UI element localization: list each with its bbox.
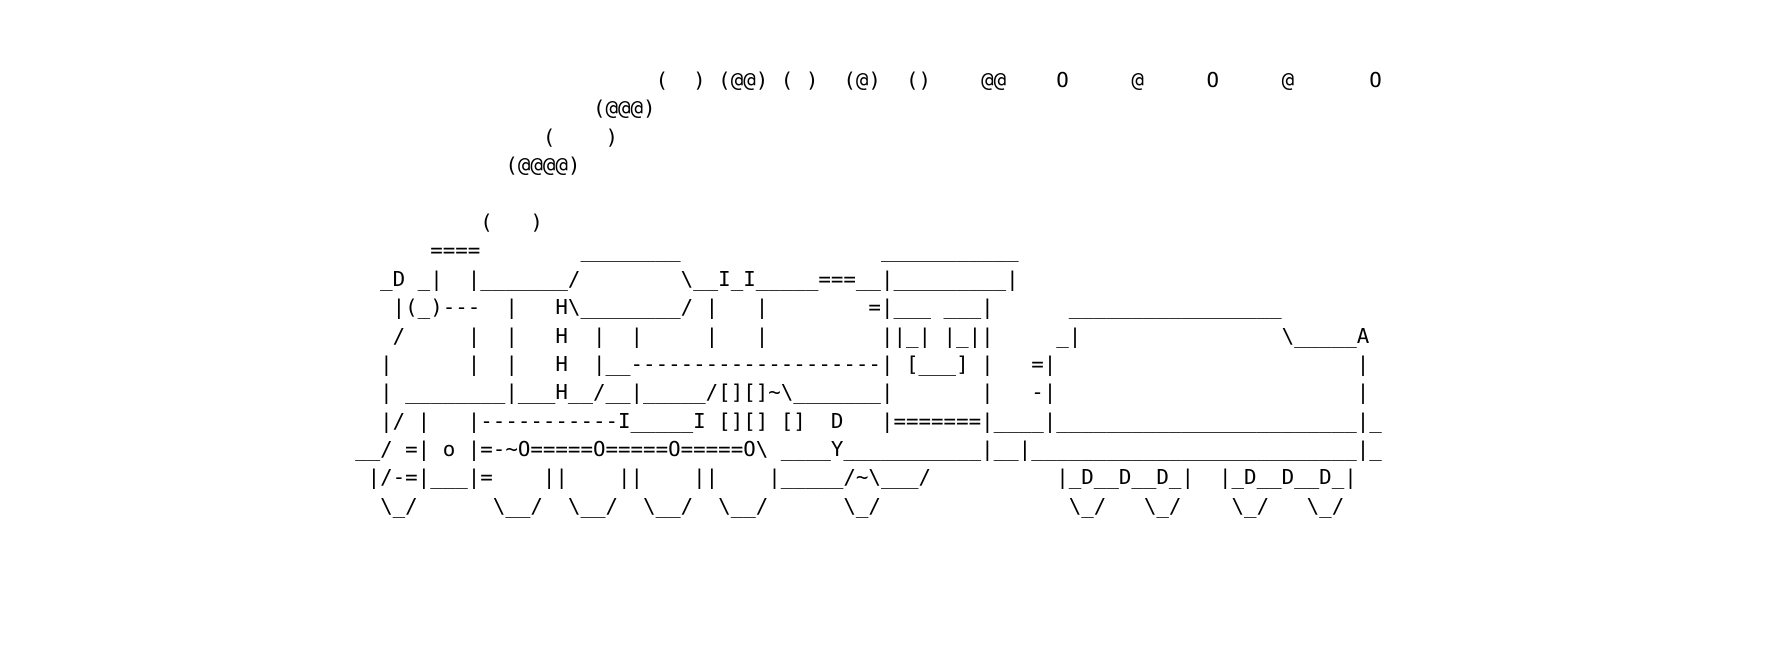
smoke-line-1: ( ) (@@) ( ) (@) () @@ O @ O @ O	[305, 68, 1382, 92]
blank-line	[305, 180, 1382, 208]
locomotive-line-6: | ________|___H__/__|_____/[][]~\_______…	[305, 380, 1370, 405]
locomotive-line-8: __/ =| o |=-~O=====O=====O=====O\ ____Y_…	[305, 437, 1382, 462]
locomotive-line-2: _D _| |_______/ \__I_I_____===__|_______…	[305, 266, 1019, 291]
wheels-line-2: \_/ \__/ \__/ \__/ \__/ \_/ \_/ \_/ \_/ …	[305, 493, 1345, 518]
smoke-line-2: (@@@)	[305, 96, 656, 121]
locomotive-line-1: ==== ________ ___________	[305, 238, 1019, 263]
smoke-line-4: (@@@@)	[305, 153, 581, 178]
smoke-line-3: ( )	[305, 124, 619, 149]
locomotive-line-7: |/ | |-----------I_____I [][] [] D |====…	[305, 408, 1382, 433]
locomotive-line-5: | | | H |__--------------------| [___] |…	[305, 351, 1370, 376]
locomotive-line-4: / | | H | | | | ||_| |_|| _| \_____A	[305, 323, 1370, 348]
wheels-line-1: |/-=|___|= || || || |_____/~\___/ |_D__D…	[305, 465, 1357, 490]
steam-locomotive-ascii-art: ( ) (@@) ( ) (@) () @@ O @ O @ O (@@@) (…	[305, 66, 1382, 520]
locomotive-line-3: |(_)--- | H\________/ | | =|___ ___| ___…	[305, 295, 1282, 320]
smoke-line-5: ( )	[305, 209, 543, 234]
